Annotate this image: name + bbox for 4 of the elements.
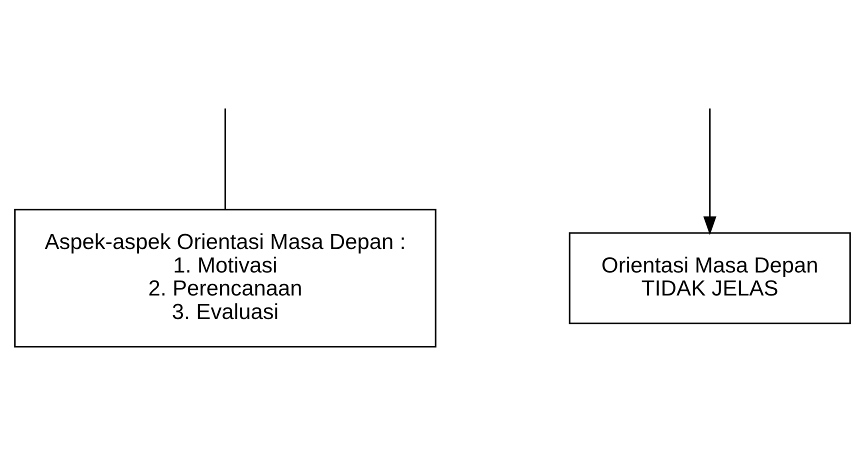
connector	[224, 108, 226, 210]
node-box: Aspek-aspek Orientasi Masa Depan : 1. Motivasi 2. Perencanaan 3. Evaluasi	[14, 208, 436, 348]
arrow	[703, 108, 716, 236]
node-box: Orientasi Masa Depan TIDAK JELAS	[568, 232, 851, 324]
